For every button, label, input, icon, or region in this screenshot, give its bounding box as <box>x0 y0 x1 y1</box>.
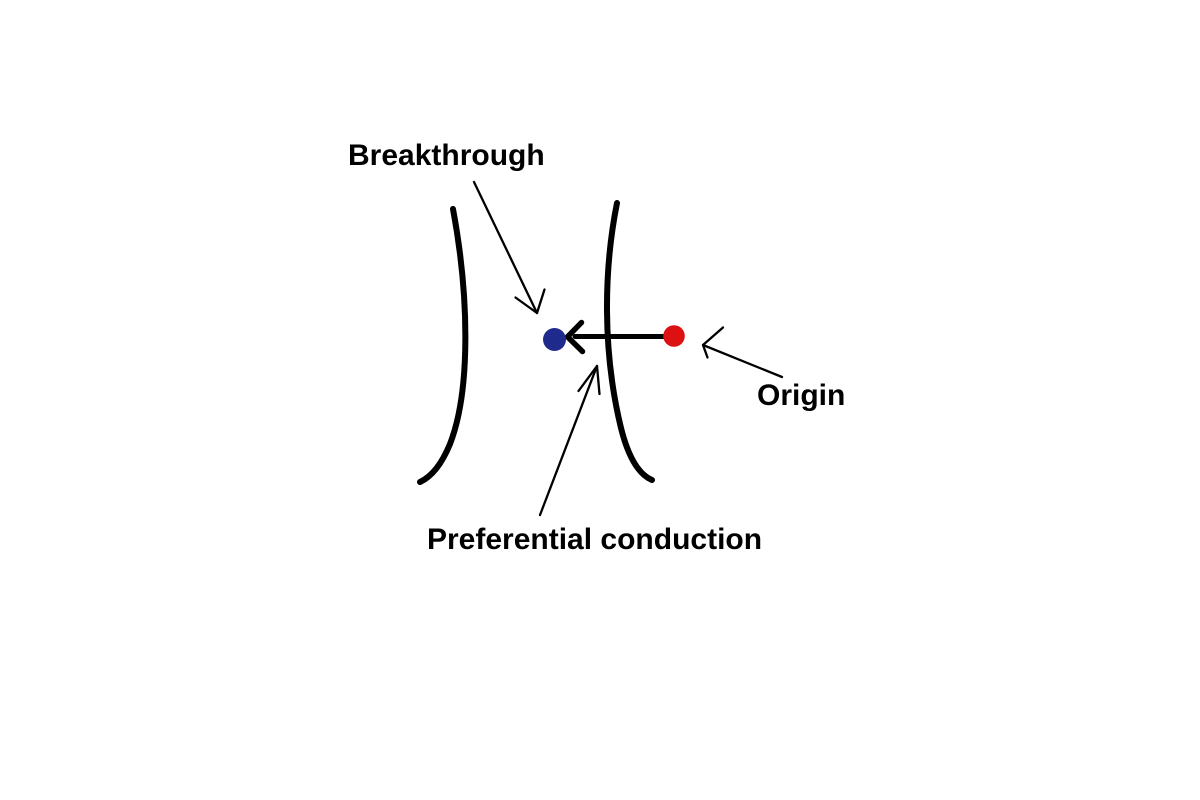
conduction-arrow <box>564 319 674 355</box>
origin-pointer-arrow <box>701 326 784 379</box>
origin-dot <box>663 325 685 347</box>
preferential-conduction-label: Preferential conduction <box>427 523 763 556</box>
breakthrough-dot <box>543 328 566 351</box>
right-boundary-curve <box>604 200 655 483</box>
breakthrough-label: Breakthrough <box>348 139 545 172</box>
conduction-arrowhead <box>564 319 586 355</box>
left-boundary-curve <box>417 206 469 485</box>
origin-label: Origin <box>757 379 846 412</box>
breakthrough-pointer-arrow <box>472 180 546 315</box>
preferential-conduction-pointer-arrow <box>538 364 601 517</box>
